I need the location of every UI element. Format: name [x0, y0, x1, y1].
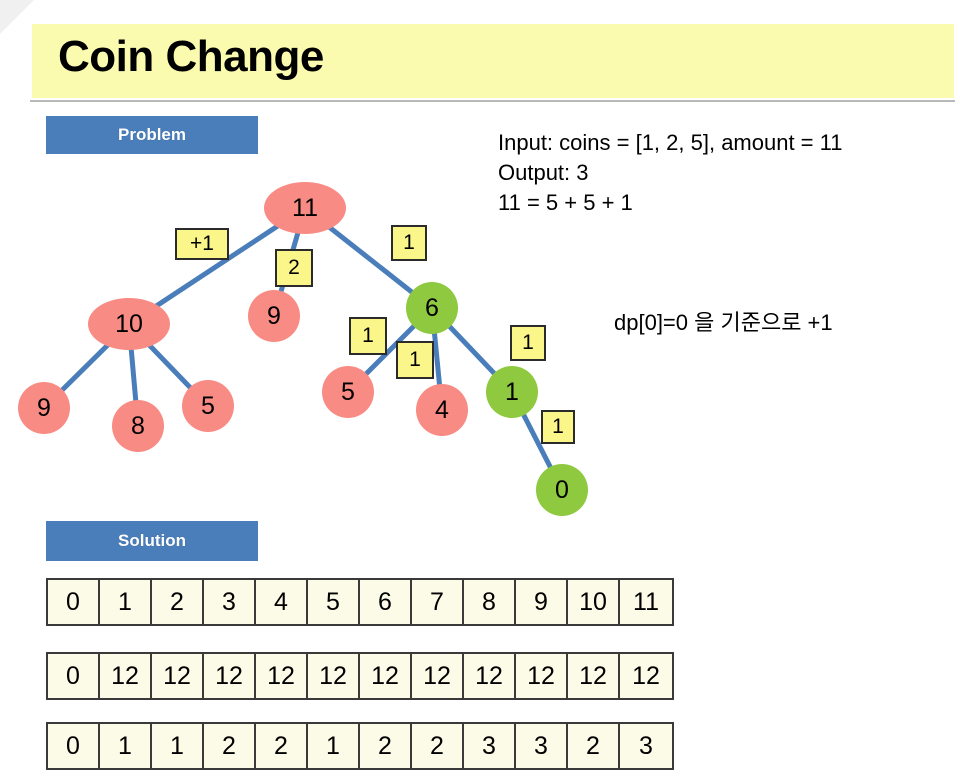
dp-cell: 1: [100, 580, 152, 624]
dp-cell: 12: [516, 654, 568, 698]
dp-cell: 1: [308, 724, 360, 768]
tree-node-1: 1: [486, 366, 538, 418]
dp-cell: 3: [516, 724, 568, 768]
section-label-problem: Problem: [46, 116, 258, 154]
tree-node-4: 4: [416, 384, 468, 436]
dp-cell: 10: [568, 580, 620, 624]
dp-cell: 12: [204, 654, 256, 698]
tree-node-5: 5: [322, 366, 374, 418]
edge-cost-label: 1: [349, 317, 387, 355]
dp-cell: 12: [100, 654, 152, 698]
tree-node-0: 0: [536, 464, 588, 516]
section-label-solution: Solution: [46, 521, 258, 561]
tree-node-5: 5: [182, 380, 234, 432]
tree-node-8: 8: [112, 400, 164, 452]
dp-cell: 3: [464, 724, 516, 768]
annotation-note: dp[0]=0 을 기준으로 +1: [614, 310, 833, 335]
dp-cell: 0: [48, 724, 100, 768]
dp-cell: 8: [464, 580, 516, 624]
dp-cell: 5: [308, 580, 360, 624]
dp-cell: 12: [412, 654, 464, 698]
edge-cost-label: 1: [510, 325, 546, 361]
dp-cell: 12: [464, 654, 516, 698]
dp-cell: 1: [152, 724, 204, 768]
statement-line-sum: 11 = 5 + 5 + 1: [498, 190, 633, 215]
dp-cell: 12: [632, 661, 660, 690]
dp-cell: 12: [256, 654, 308, 698]
corner-decoration: [0, 0, 34, 34]
statement-line-output: Output: 3: [498, 160, 589, 185]
tree-node-9: 9: [18, 382, 70, 434]
tree-node-10: 10: [88, 298, 170, 350]
edge-cost-label: 1: [541, 410, 575, 444]
tree-node-11: 11: [264, 182, 346, 234]
dp-cell: 3: [639, 731, 653, 760]
tree-node-9: 9: [248, 290, 300, 342]
dp-cell: 3: [204, 580, 256, 624]
problem-statement: Input: coins = [1, 2, 5], amount = 11 Ou…: [498, 128, 842, 218]
tree-edge: [127, 205, 307, 327]
dp-cell: 9: [516, 580, 568, 624]
dp-cell: 12: [308, 654, 360, 698]
edge-cost-label: +1: [175, 228, 229, 260]
dp-cell: 11: [633, 587, 659, 616]
dp-cell: 0: [48, 654, 100, 698]
statement-line-input: Input: coins = [1, 2, 5], amount = 11: [498, 130, 843, 155]
tree-node-6: 6: [406, 282, 458, 334]
dp-cell: 1: [100, 724, 152, 768]
dp-cell: 0: [48, 580, 100, 624]
dp-cell: 2: [152, 580, 204, 624]
dp-cell: 4: [256, 580, 308, 624]
title-banner: Coin Change: [32, 24, 954, 98]
dp-cell: 7: [412, 580, 464, 624]
dp-cell: 2: [204, 724, 256, 768]
dp-cell: 12: [152, 654, 204, 698]
page-title: Coin Change: [58, 32, 324, 81]
dp-cell: 6: [360, 580, 412, 624]
dp-cell: 12: [360, 654, 412, 698]
dp-cell: 2: [256, 724, 308, 768]
dp-cell: 2: [360, 724, 412, 768]
title-divider: [30, 100, 955, 102]
edge-cost-label: 1: [391, 225, 427, 261]
dp-cell: 2: [412, 724, 464, 768]
edge-cost-label: 1: [396, 341, 434, 379]
edge-cost-label: 2: [275, 249, 313, 287]
dp-cell: 12: [568, 654, 620, 698]
dp-cell: 2: [568, 724, 620, 768]
